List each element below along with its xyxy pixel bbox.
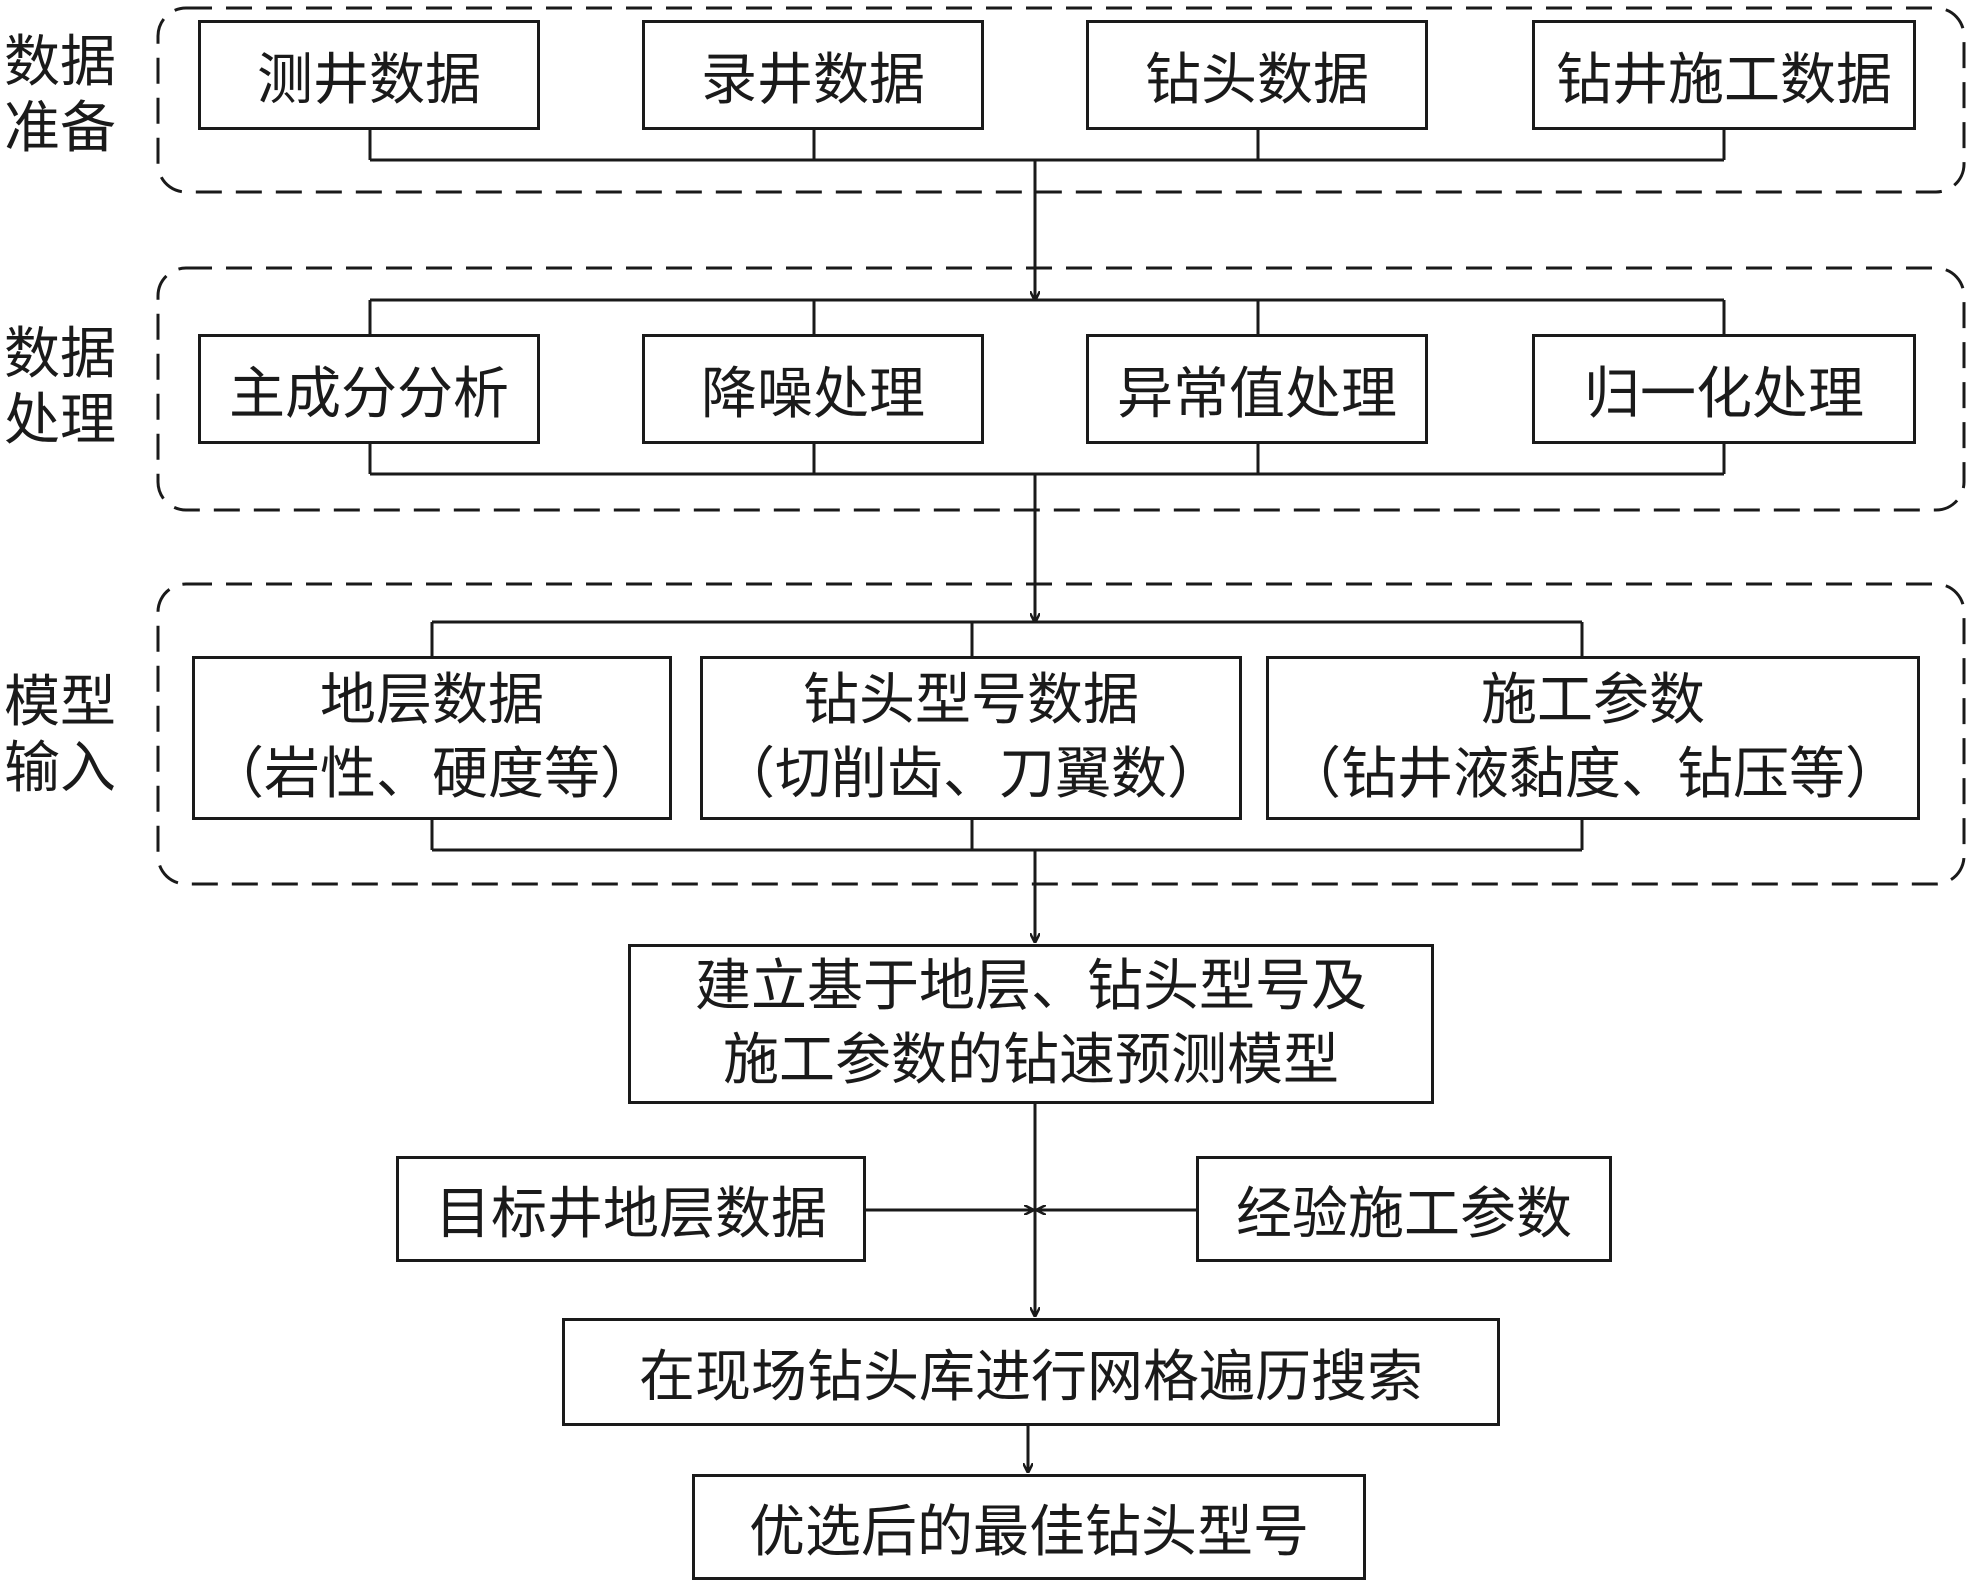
model-line2: 施工参数的钻速预测模型 (723, 1028, 1339, 1093)
construction-sub: （钻井液黏度、钻压等） (1285, 742, 1901, 807)
node-grid-search: 在现场钻头库进行网格遍历搜索 (562, 1318, 1500, 1426)
node-best-bit: 优选后的最佳钻头型号 (692, 1474, 1366, 1580)
input-label-line2: 输入 (4, 736, 116, 801)
node-target-well-formation: 目标井地层数据 (396, 1156, 866, 1262)
section-label-proc: 数据 处理 (4, 322, 116, 454)
bit-model-sub: （切削齿、刀翼数） (719, 742, 1223, 807)
node-outlier: 异常值处理 (1086, 334, 1428, 444)
construction-title: 施工参数 (1481, 668, 1705, 733)
section-label-prep: 数据 准备 (4, 30, 116, 162)
node-drilling-construction-data: 钻井施工数据 (1532, 20, 1916, 130)
prep-label-line2: 准备 (4, 96, 116, 161)
bit-model-title: 钻头型号数据 (803, 668, 1139, 733)
node-pca: 主成分分析 (198, 334, 540, 444)
proc-label-line2: 处理 (4, 388, 116, 453)
section-label-input: 模型 输入 (4, 670, 116, 802)
prep-label-line1: 数据 (4, 30, 116, 95)
node-mud-logging-data: 录井数据 (642, 20, 984, 130)
node-logging-data: 测井数据 (198, 20, 540, 130)
formation-sub: （岩性、硬度等） (208, 742, 656, 807)
node-experience-params: 经验施工参数 (1196, 1156, 1612, 1262)
node-normalize: 归一化处理 (1532, 334, 1916, 444)
input-label-line1: 模型 (4, 670, 116, 735)
node-bit-data: 钻头数据 (1086, 20, 1428, 130)
proc-label-line1: 数据 (4, 322, 116, 387)
prep-group-frame (156, 6, 1966, 194)
formation-title: 地层数据 (320, 668, 544, 733)
node-formation-data: 地层数据 （岩性、硬度等） (192, 656, 672, 820)
model-line1: 建立基于地层、钻头型号及 (695, 954, 1367, 1019)
node-rop-model: 建立基于地层、钻头型号及 施工参数的钻速预测模型 (628, 944, 1434, 1104)
node-construction-params: 施工参数 （钻井液黏度、钻压等） (1266, 656, 1920, 820)
node-bit-model-data: 钻头型号数据 （切削齿、刀翼数） (700, 656, 1242, 820)
node-denoise: 降噪处理 (642, 334, 984, 444)
proc-group-frame (156, 266, 1966, 512)
